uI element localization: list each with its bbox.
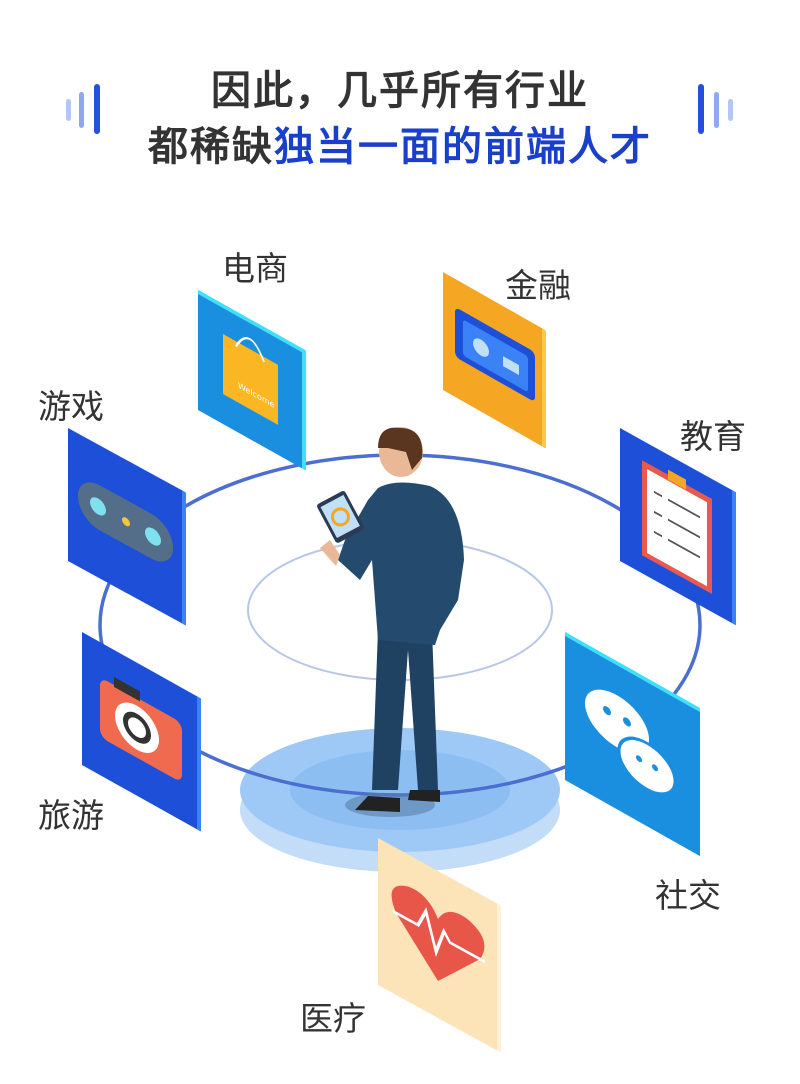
sound-bars-right-icon — [698, 84, 733, 134]
headline-line-2: 都稀缺独当一面的前端人才 — [0, 114, 800, 172]
clipboard-icon — [642, 460, 712, 594]
label-social: 社交 — [655, 876, 721, 915]
panel-social — [565, 632, 700, 857]
tablet-icon — [317, 491, 364, 543]
panel-gaming — [68, 427, 186, 626]
camera-icon — [100, 676, 182, 780]
panel-travel — [82, 632, 201, 832]
headline-line-1: 因此，几乎所有行业 — [211, 68, 589, 114]
panel-medical — [378, 838, 501, 1053]
label-education: 教育 — [680, 417, 746, 456]
bank-card-icon — [455, 308, 535, 401]
panel-finance — [443, 272, 546, 449]
headline-prefix: 都稀缺 — [148, 124, 274, 170]
label-travel: 旅游 — [38, 796, 104, 835]
label-finance: 金融 — [505, 266, 571, 305]
label-medical: 医疗 — [300, 999, 366, 1038]
heartbeat-icon — [391, 885, 485, 981]
sound-bars-left-icon — [66, 84, 100, 134]
panel-education — [620, 428, 736, 626]
label-gaming: 游戏 — [38, 387, 104, 426]
gamepad-icon — [78, 482, 173, 562]
panel-ecommerce: Welcome — [198, 290, 306, 471]
wechat-icon — [585, 689, 677, 796]
shopping-bag-icon: Welcome — [223, 334, 278, 425]
label-ecommerce: 电商 — [222, 249, 288, 288]
headline-highlight: 独当一面的前端人才 — [274, 124, 652, 170]
businessman-illustration — [317, 427, 464, 817]
